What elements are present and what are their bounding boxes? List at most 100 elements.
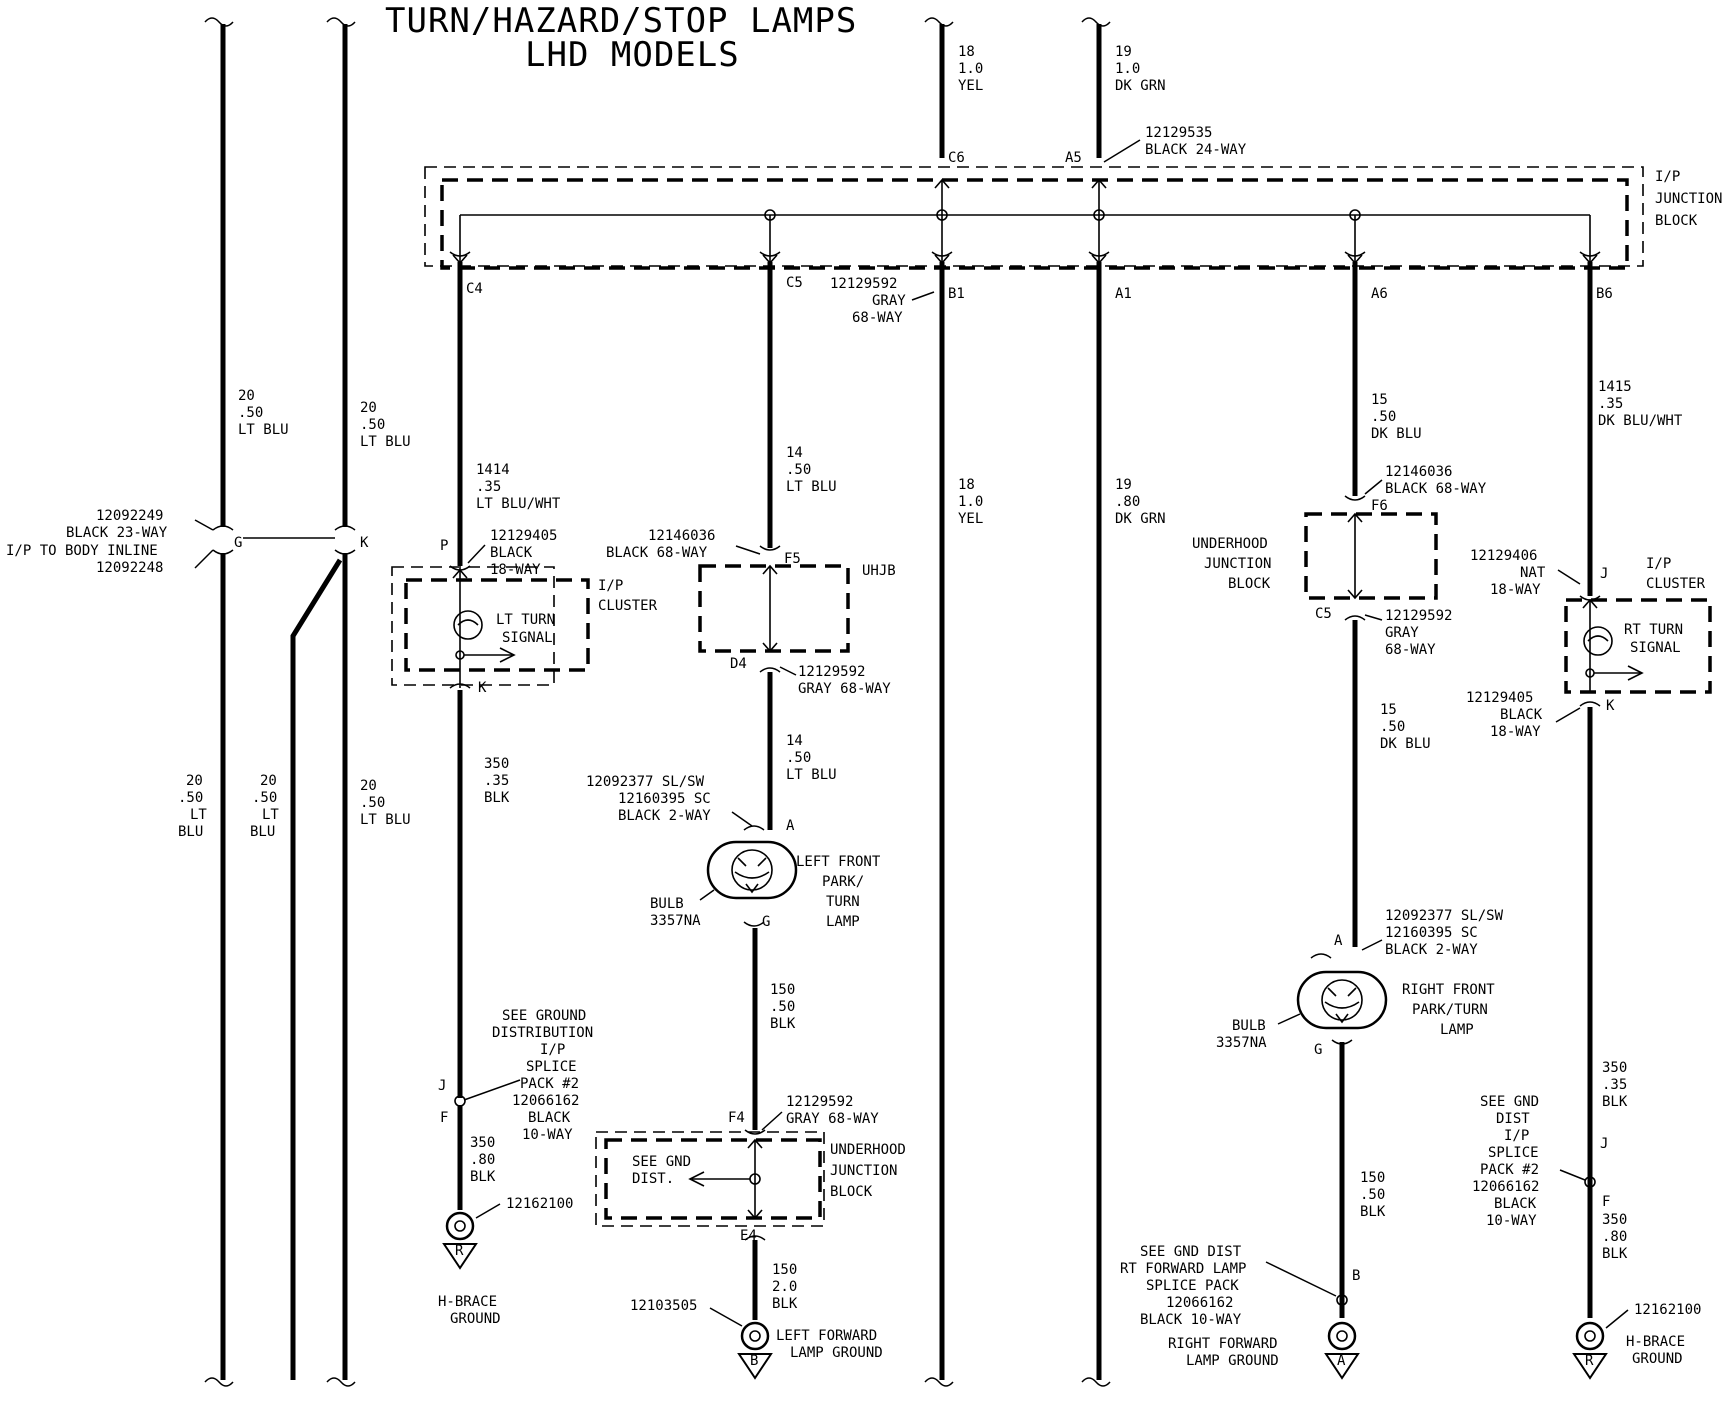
lt-turn-signal-1: LT TURN <box>496 612 555 628</box>
conn-ip-right-blk-color: BLACK <box>1500 707 1543 723</box>
pin-c4: C4 <box>466 281 483 297</box>
pin-k-inline: K <box>360 535 369 551</box>
conn-inline-23-pn2: 12092248 <box>96 560 163 576</box>
underhood-jb-lower <box>595 1129 825 1241</box>
wire-150-right-size: .50 <box>1360 1187 1385 1203</box>
conn-uhjb-lower-desc: GRAY 68-WAY <box>786 1111 879 1127</box>
splice-dot-right-mid <box>1336 1294 1348 1306</box>
wire-150-mid-num: 150 <box>770 982 795 998</box>
wire-350-left-size: .35 <box>484 773 509 789</box>
wire-20-d-size: .50 <box>252 790 277 806</box>
see-gnd-far-right-1: SEE GND <box>1480 1094 1539 1110</box>
see-gnd-box-2: DIST. <box>632 1171 674 1187</box>
wire-19-mid-color: DK GRN <box>1115 511 1166 527</box>
main-vertical-wires <box>457 262 1593 1380</box>
conn-24-pn: 12129535 <box>1145 125 1212 141</box>
right-lamp-label-3: LAMP <box>1440 1022 1474 1038</box>
see-ground-1: SEE GROUND <box>502 1008 586 1024</box>
ground-letter-mid: B <box>750 1353 758 1369</box>
wire-18-top-num: 18 <box>958 44 975 60</box>
left-lamp-label-4: LAMP <box>826 914 860 930</box>
title-line-2: LHD MODELS <box>525 35 740 75</box>
see-ground-3: I/P <box>540 1042 565 1058</box>
wire-18-mid-num: 18 <box>958 477 975 493</box>
see-gnd-right-5: BLACK 10-WAY <box>1140 1312 1242 1328</box>
left-lamp-label-2: PARK/ <box>822 874 864 890</box>
left-lamp-label-3: TURN <box>826 894 860 910</box>
ip-cluster-right-1: I/P <box>1646 556 1671 572</box>
wire-350-80-left-color: BLK <box>470 1169 496 1185</box>
wire-150-mid-size: .50 <box>770 999 795 1015</box>
wire-14-bot-color: LT BLU <box>786 767 837 783</box>
wire-350-right-color: BLK <box>1602 1094 1628 1110</box>
wire-20-a-size: .50 <box>238 405 263 421</box>
conn-uhjb-top-pn: 12146036 <box>648 528 715 544</box>
right-fwd-ground-1: RIGHT FORWARD <box>1168 1336 1278 1352</box>
see-ground-8: 10-WAY <box>522 1127 573 1143</box>
wire-20-b-num: 20 <box>360 400 377 416</box>
wire-20-b-color: LT BLU <box>360 434 411 450</box>
wire-14-top-num: 14 <box>786 445 803 461</box>
wire-15-bot-size: .50 <box>1380 719 1405 735</box>
wire-18-top-color: YEL <box>958 78 983 94</box>
wire-150-20-num: 150 <box>772 1262 797 1278</box>
conn-68-gray-top-pn: 12129592 <box>830 276 897 292</box>
ground-symbol-far-right <box>1572 1309 1629 1380</box>
lamp-right-conn-pn1: 12092377 SL/SW <box>1385 908 1504 924</box>
uhjb-lower-label-3: BLOCK <box>830 1184 873 1200</box>
pin-f5: F5 <box>784 551 801 567</box>
wire-19-top-size: 1.0 <box>1115 61 1140 77</box>
lamp-left-conn-desc: BLACK 2-WAY <box>618 808 711 824</box>
title-line-1: TURN/HAZARD/STOP LAMPS <box>385 1 857 41</box>
conn-uhjb-lower-pn: 12129592 <box>786 1094 853 1110</box>
top-feed-wires <box>939 24 1102 158</box>
wire-20-e-size: .50 <box>360 795 385 811</box>
inline-connector-marks <box>194 519 356 569</box>
h-brace-right-2: GROUND <box>1632 1351 1683 1367</box>
wire-18-mid-color: YEL <box>958 511 983 527</box>
conn-uhjb-right-top-pn: 12146036 <box>1385 464 1452 480</box>
wire-20-e-num: 20 <box>360 778 377 794</box>
pin-f-left: F <box>440 1110 448 1126</box>
see-gnd-far-right-8: 10-WAY <box>1486 1213 1537 1229</box>
see-gnd-right-3: SPLICE PACK <box>1146 1278 1239 1294</box>
right-fwd-ground-2: LAMP GROUND <box>1186 1353 1279 1369</box>
see-ground-4: SPLICE <box>526 1059 577 1075</box>
wire-350-80-right-num: 350 <box>1602 1212 1627 1228</box>
pin-f-far-right: F <box>1602 1194 1610 1210</box>
h-brace-left-2: GROUND <box>450 1311 501 1327</box>
see-gnd-right-1: SEE GND DIST <box>1140 1244 1242 1260</box>
wire-1415-size: .35 <box>1598 396 1623 412</box>
bulb-left-1: BULB <box>650 896 684 912</box>
wire-1415-num: 1415 <box>1598 379 1632 395</box>
pin-j-left: J <box>438 1078 446 1094</box>
wire-350-right-size: .35 <box>1602 1077 1627 1093</box>
wire-350-80-left-size: .80 <box>470 1152 495 1168</box>
wire-15-bot-color: DK BLU <box>1380 736 1431 752</box>
wire-14-top-size: .50 <box>786 462 811 478</box>
see-gnd-right-2: RT FORWARD LAMP <box>1120 1261 1246 1277</box>
pin-a1: A1 <box>1115 286 1132 302</box>
see-ground-6: 12066162 <box>512 1093 579 1109</box>
conn-inline-23-name: I/P TO BODY INLINE <box>6 543 158 559</box>
conn-inline-23-pn1: 12092249 <box>96 508 163 524</box>
wire-20-a-color: LT BLU <box>238 422 289 438</box>
pin-j-far-right: J <box>1600 1136 1608 1152</box>
see-gnd-box-1: SEE GND <box>632 1154 691 1170</box>
wire-1414-num: 1414 <box>476 462 510 478</box>
wire-18-top-size: 1.0 <box>958 61 983 77</box>
wire-20-d-color1: LT <box>262 807 279 823</box>
wire-350-80-left-num: 350 <box>470 1135 495 1151</box>
underhood-jb-right <box>1304 495 1438 621</box>
conn-ip-right-nat-pn: 12129406 <box>1470 548 1537 564</box>
wire-350-80-right-size: .80 <box>1602 1229 1627 1245</box>
wire-350-left-color: BLK <box>484 790 510 806</box>
conn-ip-right-blk-ways: 18-WAY <box>1490 724 1541 740</box>
conn-uhjb-right-top-desc: BLACK 68-WAY <box>1385 481 1487 497</box>
lamp-left-conn-pn1: 12092377 SL/SW <box>586 774 705 790</box>
wire-14-bot-size: .50 <box>786 750 811 766</box>
ground-eyelet-left: 12162100 <box>506 1196 573 1212</box>
pin-g-left-lamp: G <box>762 914 770 930</box>
pin-c5-right: C5 <box>1315 606 1332 622</box>
right-lamp-label-2: PARK/TURN <box>1412 1002 1488 1018</box>
